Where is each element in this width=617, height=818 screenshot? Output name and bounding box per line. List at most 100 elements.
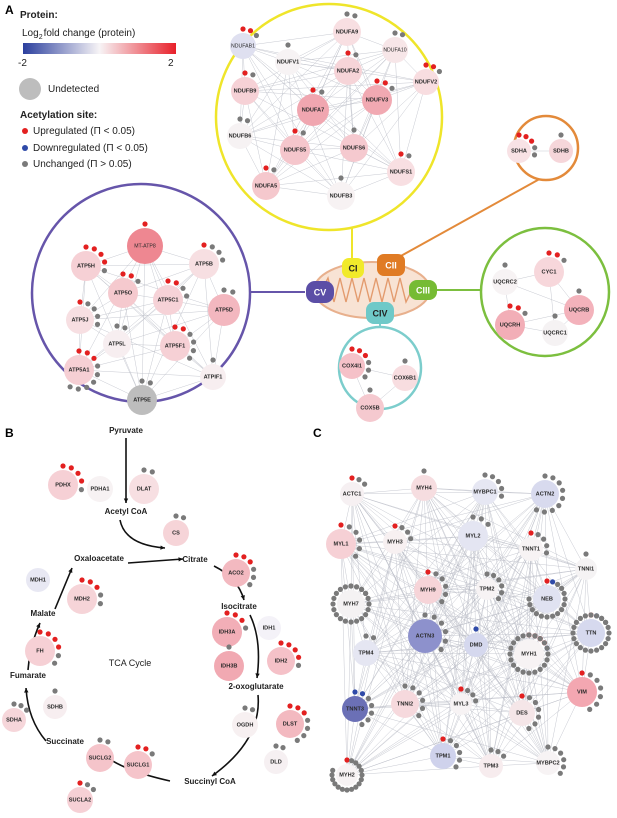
- acetylation-site-dot: [352, 13, 358, 19]
- acetylation-site-dot: [333, 590, 339, 597]
- network-edge: [242, 45, 355, 149]
- acetylation-site-dot: [143, 746, 149, 752]
- acetylation-site-dot: [101, 268, 107, 274]
- acetylation-site-dot: [98, 592, 104, 598]
- acetylation-site-dot: [356, 763, 362, 769]
- acetylation-site-dot: [147, 380, 153, 386]
- network-edge: [521, 568, 587, 714]
- acetylation-site-dot: [495, 749, 501, 755]
- network-edge: [423, 487, 587, 570]
- network-edge: [427, 589, 462, 705]
- acetylation-site-dot: [337, 616, 343, 622]
- acetylation-site-dot: [516, 132, 522, 138]
- legend-scale-title: Log2fold change (protein): [22, 28, 135, 41]
- network-edge: [239, 31, 348, 137]
- acetylation-site-dot: [453, 764, 459, 770]
- protein-node-label: MT-ATP8: [134, 243, 156, 249]
- protein-node-label: NDUFV2: [415, 79, 437, 85]
- acetylation-site-dot: [556, 480, 562, 486]
- protein-node: [71, 251, 101, 281]
- acetylation-site-dot: [510, 640, 517, 646]
- protein-node: [222, 559, 250, 587]
- acetylation-site-dot: [582, 613, 589, 619]
- undetected-swatch: [19, 78, 41, 100]
- acetylation-site-dot: [359, 721, 365, 728]
- network-edge: [294, 49, 396, 151]
- acetylation-site-dot: [345, 50, 351, 56]
- acetylation-site-dot: [498, 493, 505, 499]
- acetylation-site-dot: [528, 530, 534, 536]
- protein-node-label: CS: [172, 530, 180, 536]
- metabolite-label: 2-oxoglutarate: [228, 682, 284, 691]
- network-edge: [475, 644, 523, 714]
- acetylation-site-dot: [579, 670, 585, 676]
- acetylation-site-dot: [247, 559, 253, 565]
- acetylation-site-dot: [331, 607, 337, 613]
- acetylation-site-dot: [357, 537, 363, 543]
- protein-node: [575, 558, 597, 580]
- network-edge: [244, 90, 267, 187]
- network-edge: [442, 712, 523, 757]
- network-edge: [340, 543, 587, 570]
- acetylation-site-dot: [598, 685, 604, 691]
- acetylation-site-dot: [365, 367, 372, 373]
- network-edge: [394, 541, 492, 767]
- protein-node: [127, 228, 163, 264]
- acetylation-site-dot: [484, 571, 490, 577]
- protein-node-label: TNNI1: [578, 566, 594, 572]
- protein-node: [232, 712, 258, 738]
- acetylation-site-dot: [349, 475, 355, 481]
- protein-node: [382, 37, 408, 63]
- network-edge: [294, 149, 402, 173]
- protein-node: [257, 616, 281, 640]
- network-edge: [350, 548, 532, 605]
- acetylation-site-dot: [75, 470, 81, 476]
- protein-node-label: MYH1: [521, 651, 537, 657]
- acetylation-site-dot: [544, 614, 550, 620]
- network-edge: [85, 265, 225, 311]
- network-edge: [340, 543, 444, 757]
- protein-node: [227, 123, 253, 149]
- acetylation-site-dot: [52, 688, 58, 694]
- acetylation-site-dot: [184, 293, 190, 299]
- acetylation-site-dot: [190, 348, 196, 354]
- protein-node-label: MYH4: [416, 485, 432, 491]
- acetylation-site-dot: [244, 118, 251, 124]
- network-edge: [423, 487, 583, 693]
- acetylation-site-dot: [173, 280, 179, 286]
- acetylation-site-dot: [210, 357, 216, 363]
- acetylation-site-dot: [515, 636, 521, 642]
- acetylation-site-dot: [273, 743, 279, 749]
- acetylation-site-dot: [499, 583, 505, 589]
- protein-node: [275, 49, 301, 75]
- acetylation-site-dot: [60, 463, 66, 469]
- cii-connector: [389, 175, 546, 263]
- network-edge: [287, 61, 378, 101]
- acetylation-site-dot: [45, 631, 51, 637]
- protein-node-label: COX6B1: [394, 375, 416, 381]
- acetylation-site-dot: [577, 645, 584, 651]
- acetylation-site-dot: [541, 662, 548, 668]
- cii-badge: [377, 254, 405, 276]
- acetylation-site-dot: [594, 613, 600, 619]
- network-edge: [442, 548, 532, 757]
- acetylation-site-dot: [359, 772, 365, 778]
- acetylation-site-dot: [356, 546, 362, 552]
- acetylation-site-dot: [583, 551, 589, 557]
- protein-node-label: NDUFV3: [366, 97, 388, 103]
- network-edge: [424, 632, 592, 637]
- acetylation-site-dot: [354, 584, 360, 590]
- acetylation-site-dot: [68, 465, 74, 471]
- acetylation-site-dot: [507, 303, 513, 309]
- protein-node: [509, 700, 535, 726]
- acetylation-site-dot: [295, 705, 301, 711]
- network-edge: [78, 263, 205, 371]
- acetylation-site-dot: [180, 515, 187, 521]
- protein-node-label: MYL3: [454, 701, 469, 707]
- protein-node: [533, 585, 561, 613]
- acetylation-site-dot: [97, 601, 103, 607]
- acetylation-site-dot: [496, 577, 502, 583]
- scale-min-label: -2: [18, 58, 27, 69]
- acetylation-site-dot: [363, 590, 369, 597]
- up-swatch: [22, 128, 28, 134]
